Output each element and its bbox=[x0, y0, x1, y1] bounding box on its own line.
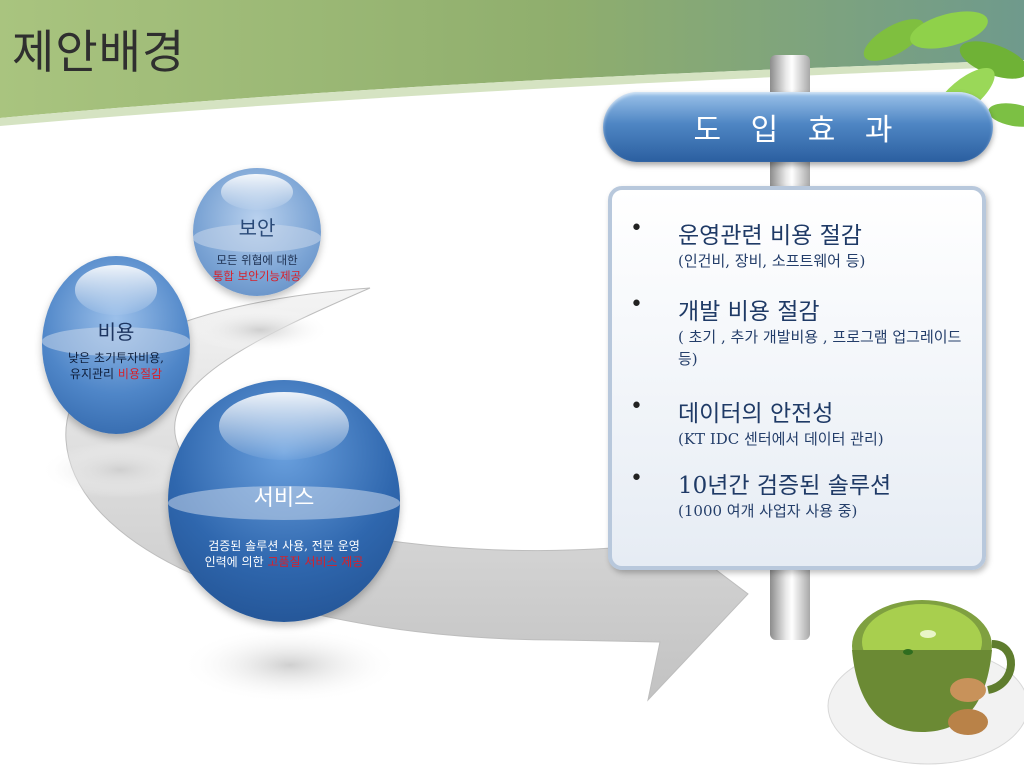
service-desc-line: 검증된 솔루션 사용, 전문 운영 bbox=[208, 539, 360, 553]
security-label: 보안 bbox=[238, 216, 276, 240]
service-label: 서비스 bbox=[253, 486, 315, 511]
sphere-gloss bbox=[74, 264, 158, 315]
bullet: • bbox=[630, 216, 643, 241]
benefit-title: 운영관련 비용 절감 bbox=[678, 223, 862, 249]
cost-sphere: 비용 낮은 초기투자비용, 유지관리 비용절감 bbox=[42, 256, 190, 434]
security-sphere: 보안 모든 위협에 대한 통합 보안기능제공 bbox=[193, 168, 321, 296]
bullet: • bbox=[630, 394, 643, 419]
cost-desc: 낮은 초기투자비용, 유지관리 비용절감 bbox=[42, 350, 190, 382]
benefit-title: 데이터의 안전성 bbox=[678, 401, 834, 427]
benefits-heading: 도 입 효 과 bbox=[693, 113, 903, 148]
sphere-band bbox=[193, 224, 321, 253]
benefit-detail: (KT IDC 센터에서 데이터 관리) bbox=[678, 430, 884, 448]
service-desc: 검증된 솔루션 사용, 전문 운영 인력에 의한 고품질 서비스 제공 bbox=[168, 538, 400, 570]
benefit-detail: ( 초기 , 추가 개발비용 , 프로그램 업그레이드 등) bbox=[678, 328, 962, 368]
cost-desc-line: 낮은 초기투자비용, bbox=[68, 351, 164, 365]
header-bar bbox=[0, 0, 1024, 126]
cost-label: 비용 bbox=[97, 320, 135, 344]
sphere-band bbox=[168, 486, 400, 521]
bullet: • bbox=[630, 292, 643, 317]
sphere-gloss bbox=[219, 392, 349, 460]
bullet: • bbox=[630, 466, 643, 491]
cost-desc-prefix: 유지관리 bbox=[69, 367, 118, 381]
benefits-banner: 도 입 효 과 bbox=[603, 92, 993, 162]
benefit-title: 개발 비용 절감 bbox=[678, 299, 820, 325]
service-desc-highlight: 고품질 서비스 제공 bbox=[267, 555, 364, 569]
tea-cup-image bbox=[827, 600, 1024, 765]
benefit-title: 10년간 검증된 솔루션 bbox=[678, 473, 892, 499]
page-title: 제안배경 bbox=[12, 25, 186, 79]
service-sphere: 서비스 검증된 솔루션 사용, 전문 운영 인력에 의한 고품질 서비스 제공 bbox=[168, 380, 400, 622]
benefit-detail: (인건비, 장비, 소프트웨어 등) bbox=[678, 252, 866, 270]
benefit-detail: (1000 여개 사업자 사용 중) bbox=[678, 502, 858, 520]
sphere-gloss bbox=[221, 174, 293, 211]
security-desc: 모든 위협에 대한 통합 보안기능제공 bbox=[193, 252, 321, 284]
sphere-band bbox=[42, 327, 190, 356]
benefits-panel: • 운영관련 비용 절감 (인건비, 장비, 소프트웨어 등) • 개발 비용 … bbox=[608, 186, 986, 570]
security-desc-line: 모든 위협에 대한 bbox=[216, 253, 298, 267]
cost-desc-highlight: 비용절감 bbox=[117, 367, 163, 381]
security-desc-highlight: 통합 보안기능제공 bbox=[212, 269, 302, 283]
service-desc-prefix: 인력에 의한 bbox=[204, 555, 268, 569]
